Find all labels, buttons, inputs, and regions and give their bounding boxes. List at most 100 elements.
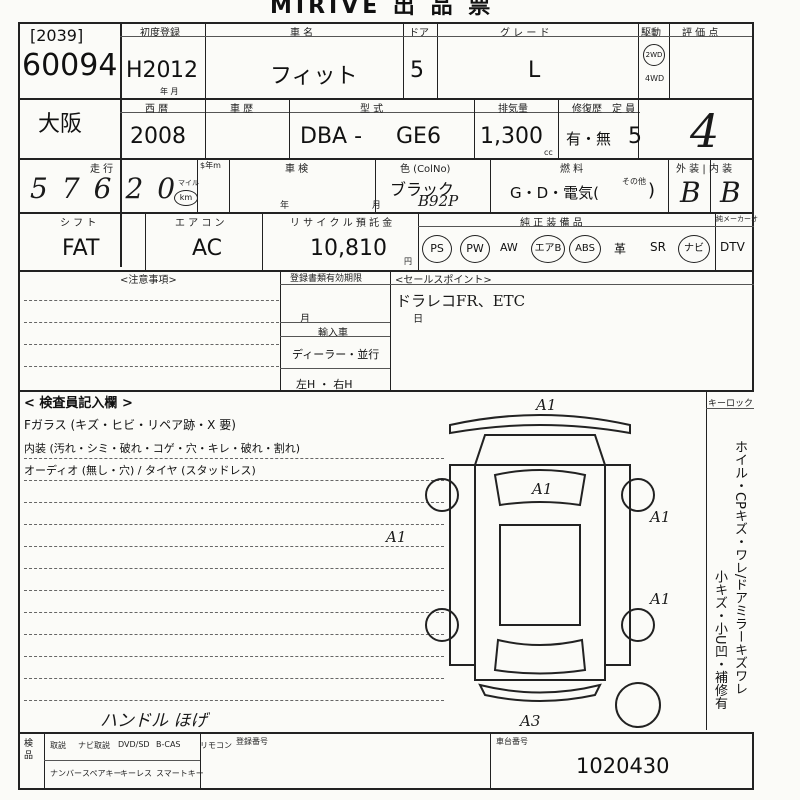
inspector-line-audio: オーディオ (無し・穴) / タイヤ (スタッドレス)	[24, 464, 256, 477]
year-ad: 2008	[130, 124, 186, 149]
model-code: GE6	[396, 124, 441, 149]
diagram-mark-rear: A3	[520, 712, 541, 730]
label-import: 輸入車	[318, 328, 348, 339]
label-shaken-history: 車 歴	[230, 104, 254, 115]
label-shift: シ フ ト	[60, 218, 97, 229]
equip-navi: ナビ	[678, 235, 710, 263]
label-drive: 駆動	[641, 28, 661, 39]
recycle-fee: 10,810	[310, 236, 387, 261]
repair-history: 有・無	[566, 130, 612, 148]
equip-sunroof: SR	[650, 240, 666, 254]
bottom-left-label: 検 品	[24, 739, 34, 761]
label-first-reg: 初度登録	[140, 28, 180, 39]
label-recycle: リ サ イ ク ル 預 託 金	[290, 218, 393, 229]
bottom-opt-manual: 取説	[50, 741, 66, 750]
import-type: ディーラー・並行	[292, 348, 380, 361]
inspector-line-interior: 内装 (汚れ・シミ・破れ・コゲ・穴・キレ・破れ・割れ)	[24, 442, 301, 455]
inspector-title: < 検査員記入欄 >	[24, 396, 133, 411]
lot-code: [2039]	[30, 26, 84, 45]
label-maker-option: 純メーカーオ	[716, 215, 758, 223]
label-doors: ドア	[409, 28, 429, 39]
diagram-mark-left: A1	[386, 528, 407, 546]
label-reg-no: 登録番号	[236, 737, 268, 746]
fuel-text: G・D・電気(	[510, 184, 600, 202]
expiry-ym: 月 日	[300, 314, 474, 325]
equip-abs: ABS	[569, 235, 601, 263]
label-seireki: 西 暦	[145, 104, 169, 115]
fuel-other: その他	[622, 177, 646, 186]
vertical-notes: ホイル・CPキズ・ワレ/ドアミラーキズワレ	[732, 440, 747, 696]
diagram-mark-right-door: A1	[650, 508, 671, 526]
bottom-opt-remote: リモコン	[200, 741, 232, 750]
bottom-opt-smart-key: スマートキー	[156, 769, 204, 778]
mile-unit: マイル	[178, 179, 199, 187]
label-keyless: キーロック	[708, 399, 754, 409]
label-capacity: 定 員	[612, 104, 636, 115]
chassis-number: 1020430	[576, 754, 670, 778]
label-grade: グ レ ー ド	[500, 28, 550, 39]
color-number: B92P	[418, 192, 459, 210]
diagram-mark-hood: A1	[532, 480, 553, 498]
reg-month: 12	[170, 58, 198, 83]
reg-year: H20	[126, 58, 171, 83]
form-title: MIRIVE 出 品 票	[270, 0, 495, 19]
color-name: ブラック	[390, 180, 455, 199]
capacity-value: 5	[628, 124, 642, 149]
interior-grade: B	[720, 176, 741, 209]
era-note: 年 月	[160, 87, 179, 96]
bottom-opt-dvd: DVD/SD	[118, 740, 150, 749]
fuel-close: )	[648, 180, 656, 201]
label-mileage: 走 行	[90, 164, 114, 175]
score-handwritten: 4	[690, 104, 720, 158]
handle-side: 左H ・ 右H	[296, 378, 353, 391]
label-repair: 修復歴	[572, 104, 602, 115]
bottom-opt-number: ナンバー	[50, 769, 82, 778]
yen-unit: 円	[404, 257, 412, 266]
label-model: 型 式	[360, 104, 384, 115]
drive-2wd-icon: 2WD	[643, 44, 665, 66]
aircon-value: AC	[192, 236, 223, 261]
label-doc-expiry: 登録書類有効期限	[290, 274, 363, 284]
km-unit-icon: km	[174, 190, 198, 206]
label-color: 色 (ColNo)	[400, 164, 451, 175]
equip-dtv: DTV	[720, 240, 745, 254]
displacement-value: 1,300	[480, 124, 543, 149]
label-inspection: 車 検	[285, 164, 309, 175]
label-ext-int: 外 装 | 内 装	[676, 164, 733, 175]
label-car-name: 車 名	[290, 28, 314, 39]
lot-number: 60094	[22, 48, 118, 83]
equip-ps: PS	[422, 235, 452, 263]
bottom-opt-bcas: B-CAS	[156, 740, 181, 749]
exterior-grade: B	[680, 176, 701, 209]
label-notes: <注意事項>	[120, 275, 177, 286]
shift-value: FAT	[62, 236, 100, 261]
label-displacement: 排気量	[498, 104, 528, 115]
doors-value: 5	[410, 58, 424, 83]
label-sales-point: <セールスポイント>	[395, 275, 492, 286]
sales-point-text: ドラレコFR、ETC	[396, 292, 526, 310]
cc-unit: cc	[544, 148, 553, 157]
label-meter: $年m	[200, 161, 221, 170]
label-fuel: 燃 料	[560, 164, 584, 175]
equip-leather: 革	[614, 242, 627, 256]
inspector-line-glass: Fガラス (キズ・ヒビ・リペア跡・X 要)	[24, 418, 236, 432]
car-damage-diagram	[425, 414, 661, 728]
equip-airbag: エアB	[531, 235, 565, 263]
grade-value: L	[528, 58, 541, 83]
drive-4wd: 4WD	[645, 74, 665, 83]
bottom-opt-spare-key: スペアキー	[82, 769, 122, 778]
vertical-notes-2: 小キズ・小U凹・補修有	[712, 570, 727, 710]
label-chassis: 車台番号	[496, 737, 528, 746]
bottom-opt-keyless: キーレス	[120, 769, 152, 778]
car-name: フィット	[270, 64, 358, 89]
mileage-digits: 57620	[30, 172, 190, 205]
bottom-opt-navi-manual: ナビ取説	[78, 741, 110, 750]
equip-aw: AW	[500, 241, 518, 254]
lot-location: 大阪	[38, 112, 83, 137]
equip-pw: PW	[460, 235, 490, 263]
model-prefix: DBA -	[300, 124, 363, 149]
label-score: 評 価 点	[682, 28, 719, 39]
diagram-mark-right-rear: A1	[650, 590, 671, 608]
inspection-ym: 年 月	[280, 201, 421, 211]
label-aircon: エ ア コ ン	[175, 218, 225, 229]
